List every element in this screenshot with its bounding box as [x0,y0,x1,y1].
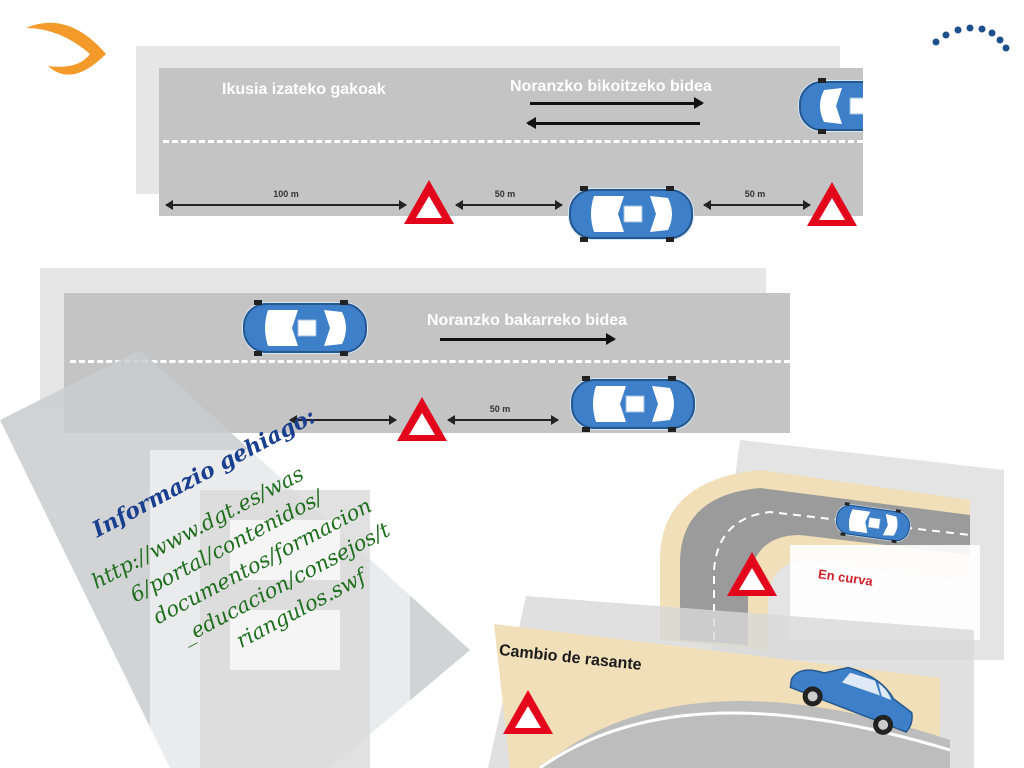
oncoming-car-clip [796,76,863,136]
car-icon [567,185,695,243]
background-decoration [0,350,470,768]
one-way-lane-divider [70,360,790,363]
one-way-road-title: Noranzko bakarreko bidea [427,312,628,329]
car-icon [241,299,369,357]
warning-triangle-icon [397,397,447,441]
one-way-direction-arrow [440,333,616,345]
two-way-lane-divider [163,140,863,143]
distance-measure-50-left [455,200,563,210]
warning-triangle-icon [807,182,857,226]
two-way-road-title: Noranzko bikoitzeko bidea [510,78,712,95]
warning-triangle-icon [404,180,454,224]
car-icon [797,77,863,135]
visibility-label: Ikusia izateko gakoak [222,81,386,98]
direction-arrow-right [530,97,704,109]
distance-label-50-left: 50 m [494,189,516,199]
distance-label-100: 100 m [273,189,299,199]
distance-measure-50-right [703,200,811,210]
distance-measure-100 [165,200,407,210]
one-way-measure-50 [447,415,559,425]
hill-illustration [488,596,974,768]
one-way-measure-left [289,415,397,425]
car-icon [569,375,697,433]
direction-arrow-left [526,117,700,129]
one-way-distance-label-50: 50 m [489,404,511,414]
distance-label-50-right: 50 m [744,189,766,199]
warning-triangle-icon [503,690,553,734]
side-car-icon [789,666,913,735]
brand-logo-icon [26,22,106,75]
dots-logo-icon [932,24,1010,52]
